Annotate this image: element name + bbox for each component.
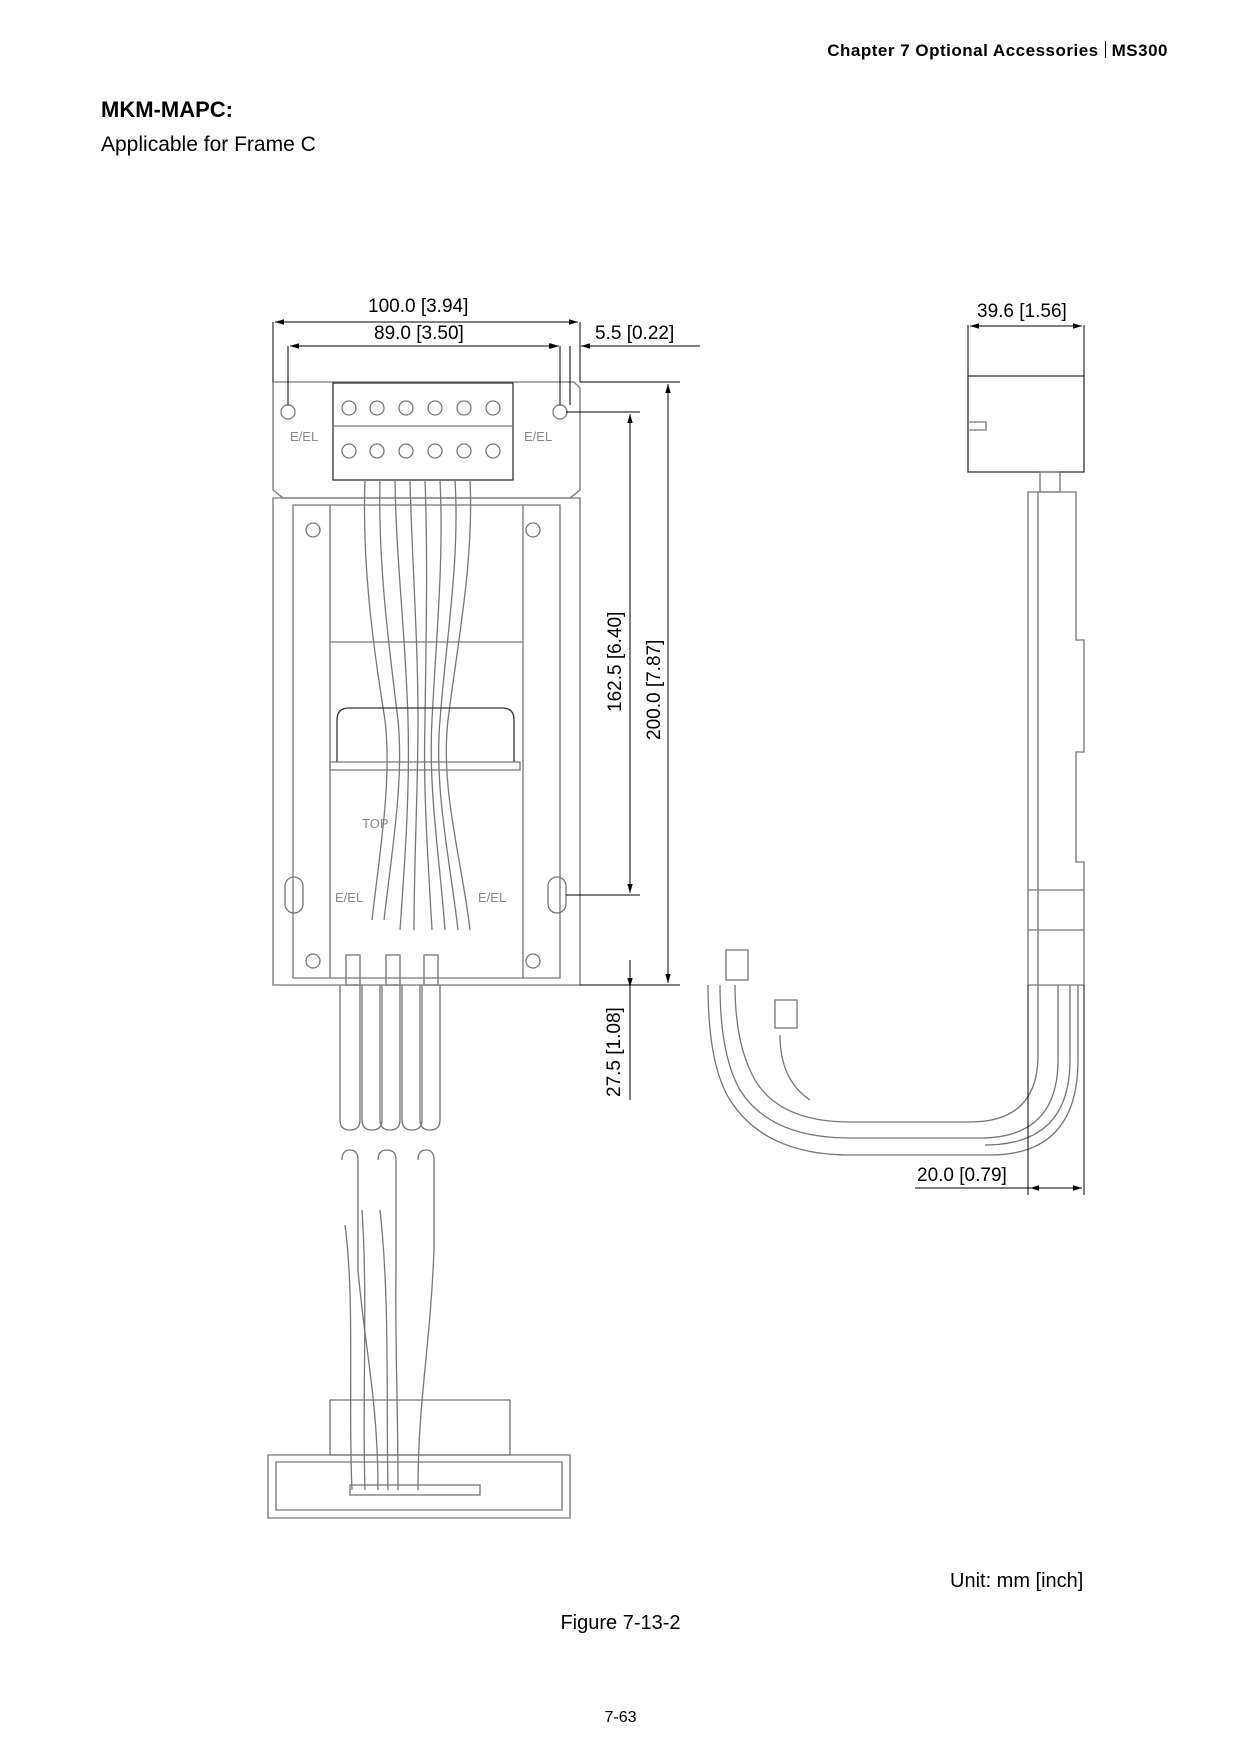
page-header: Chapter 7 Optional Accessories MS300 <box>827 41 1168 61</box>
model-name: MS300 <box>1111 41 1168 60</box>
terminal-screws-bottom <box>341 443 501 459</box>
brand-mark-2: E/EL <box>524 429 552 444</box>
chapter-title: Chapter 7 Optional Accessories <box>827 41 1099 60</box>
dim-side-offset: 20.0 [0.79] <box>917 1165 1007 1186</box>
section-subtitle: Applicable for Frame C <box>101 133 316 156</box>
dimension-lines <box>272 319 1085 1195</box>
top-mark: TOP <box>362 816 389 831</box>
cables-upper <box>363 479 472 931</box>
cables-lower <box>341 1149 435 1491</box>
brand-mark-3: E/EL <box>335 890 363 905</box>
front-view: TOP E/EL E/EL E/EL E/EL <box>267 381 581 1519</box>
cable-ends <box>339 954 441 1131</box>
header-separator <box>1104 41 1106 58</box>
dim-width-total: 100.0 [3.94] <box>368 296 468 317</box>
dim-height-total: 200.0 [7.87] <box>644 640 665 740</box>
dim-hole-spacing: 89.0 [3.50] <box>374 323 464 344</box>
unit-note: Unit: mm [inch] <box>950 1570 1084 1592</box>
figure-caption: Figure 7-13-2 <box>560 1612 681 1634</box>
brand-mark-1: E/EL <box>290 429 318 444</box>
terminal-screws-top <box>341 400 501 416</box>
dim-edge-offset: 5.5 [0.22] <box>595 323 674 344</box>
brand-mark-4: E/EL <box>478 890 506 905</box>
page-number: 7-63 <box>604 1709 637 1726</box>
dim-bottom-offset: 27.5 [1.08] <box>604 1007 625 1097</box>
side-view <box>707 375 1085 1156</box>
dim-side-depth: 39.6 [1.56] <box>977 301 1067 322</box>
dim-height-inner: 162.5 [6.40] <box>605 612 626 712</box>
section-title: MKM-MAPC: <box>101 97 233 122</box>
